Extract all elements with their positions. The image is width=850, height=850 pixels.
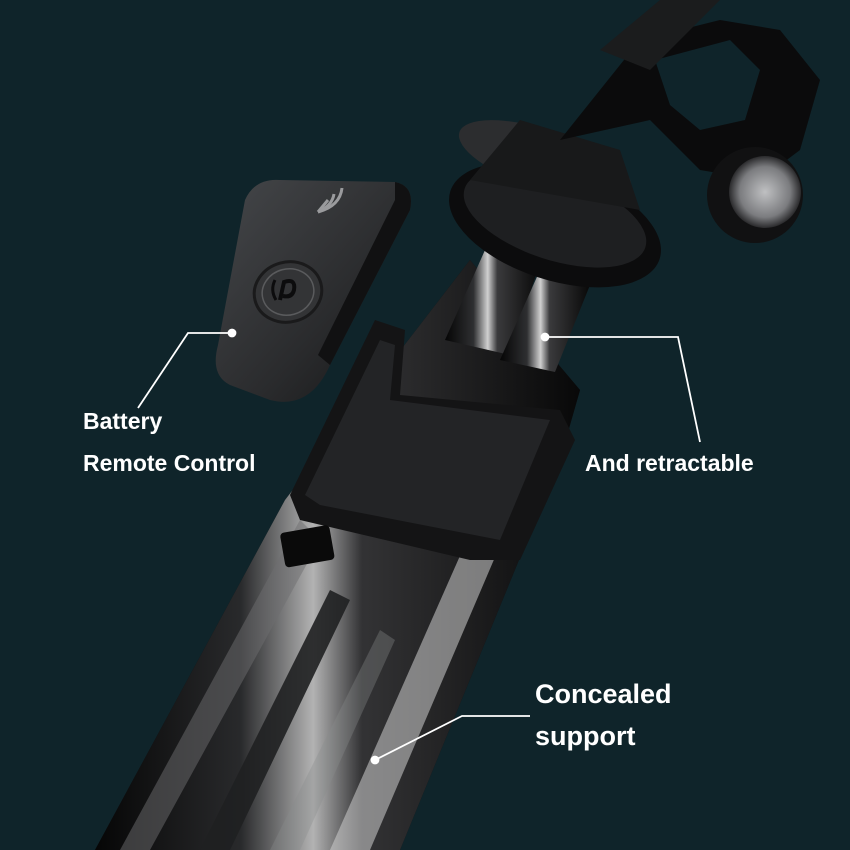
retractable-tubes <box>445 250 590 372</box>
phone-clamp <box>560 0 820 243</box>
swivel-head <box>449 120 661 288</box>
retractable-label: And retractable <box>585 450 754 476</box>
remote-control <box>215 179 411 402</box>
support-label-line2: support <box>535 721 636 751</box>
support-label-line1: Concealed <box>535 679 672 709</box>
remote-label-line2: Remote Control <box>83 450 256 476</box>
callout-lines <box>137 328 701 765</box>
retractable-callout-line <box>545 336 701 443</box>
signal-icon <box>316 187 344 214</box>
power-logo-icon <box>252 260 324 324</box>
remote-slot <box>280 320 575 568</box>
remote-callout-line <box>137 332 232 409</box>
support-callout-line <box>374 715 530 761</box>
remote-label-line1: Battery <box>83 408 163 434</box>
